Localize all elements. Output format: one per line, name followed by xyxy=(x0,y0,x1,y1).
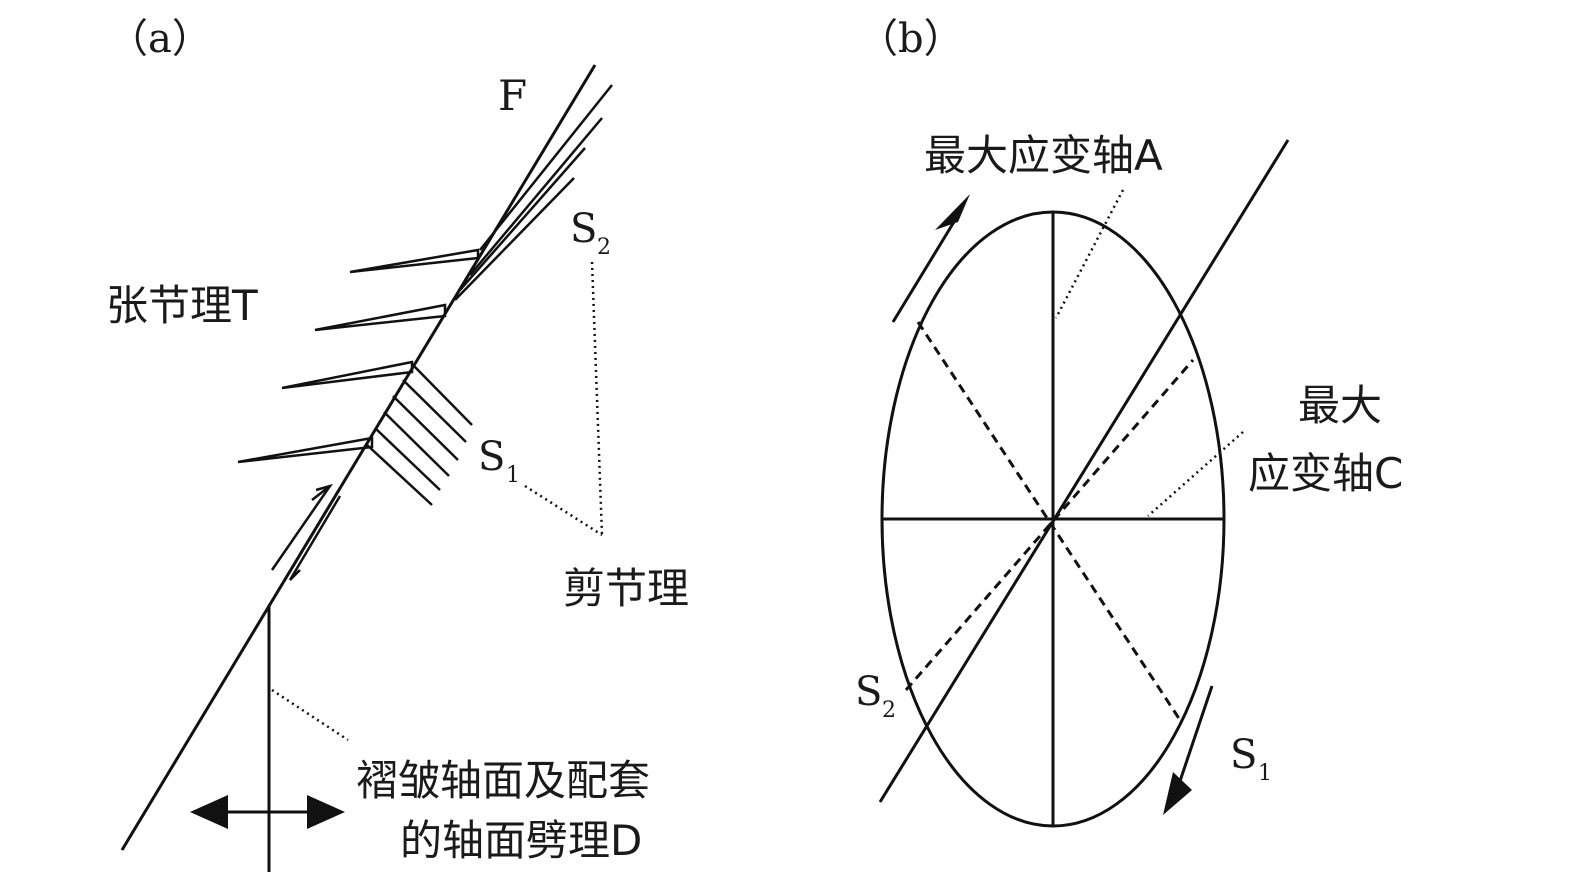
panel-a-label: （a） xyxy=(108,16,212,62)
shear-joints-s1 xyxy=(365,364,473,506)
s1-label-a: S xyxy=(478,434,505,480)
axis-a-leader xyxy=(1054,189,1125,319)
s1-sub-a: 1 xyxy=(506,463,520,488)
s2-label-b: S xyxy=(855,669,882,715)
s1-label-b: S xyxy=(1230,732,1257,778)
s2-sub-a: 2 xyxy=(597,235,611,260)
dashed-line-s1 xyxy=(916,321,1184,724)
s2-label-a: S xyxy=(570,206,597,252)
fold-axis-leader xyxy=(271,688,349,742)
panel-a: （a） F 张节理T xyxy=(106,16,689,872)
s1-sub-b: 1 xyxy=(1258,761,1272,786)
fold-axis-label-line2: 的轴面劈理D xyxy=(400,816,642,865)
fault-line-f xyxy=(120,64,597,851)
panel-b-label: （b） xyxy=(858,16,964,62)
fault-label: F xyxy=(498,71,527,120)
max-strain-axis-c-line1: 最大 xyxy=(1298,381,1382,430)
shear-sense-arrows xyxy=(270,483,342,581)
tension-joints xyxy=(237,248,480,464)
axis-c-leader xyxy=(1147,431,1244,517)
double-arrow xyxy=(190,795,345,829)
shear-joint-label: 剪节理 xyxy=(563,564,689,613)
shear-plane-line xyxy=(878,139,1290,803)
tension-joint-label: 张节理T xyxy=(106,281,258,330)
fault-splays xyxy=(454,84,613,301)
shear-arrow-bottom xyxy=(1163,685,1214,815)
s2-sub-b: 2 xyxy=(882,698,896,723)
shear-joint-leaders xyxy=(524,261,604,537)
panel-b: （b） 最大应变轴A 最大 应变轴C S 2 S 1 xyxy=(855,16,1403,828)
max-strain-axis-c-line2: 应变轴C xyxy=(1248,449,1403,498)
shear-arrow-top xyxy=(891,194,970,323)
max-strain-axis-a-label: 最大应变轴A xyxy=(924,131,1163,180)
fold-axis-label-line1: 褶皱轴面及配套 xyxy=(356,756,650,805)
